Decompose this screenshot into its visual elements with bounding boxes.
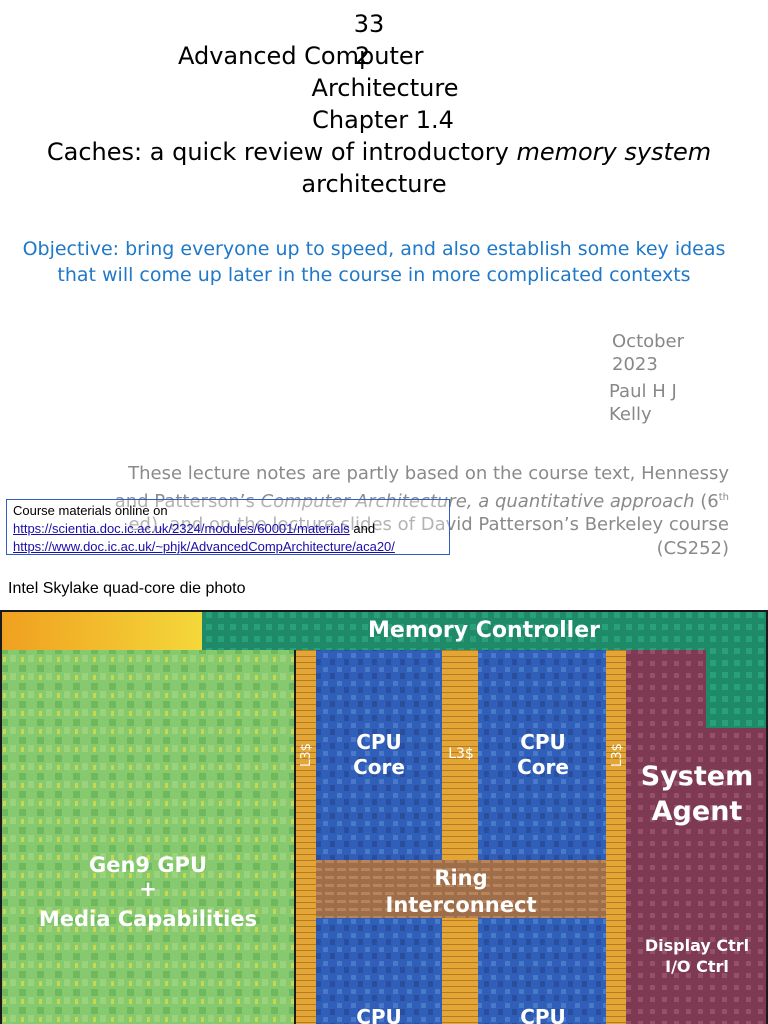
label-core-2: Core	[517, 755, 569, 779]
objective-text: Objective: bring everyone up to speed, a…	[22, 238, 726, 286]
label-agent: Agent	[652, 796, 743, 827]
label-interconnect: Interconnect	[386, 893, 537, 917]
label-l3-center: L3$	[448, 746, 474, 762]
materials-heading: Course materials online on	[13, 503, 168, 518]
credit-text: These lecture notes are partly based on …	[114, 463, 729, 512]
label-cpu-1: CPU	[356, 730, 402, 754]
label-l3-right: L3$	[610, 743, 625, 767]
label-media: Media Capabilities	[39, 907, 257, 931]
course-materials-box: Course materials online on https://scien…	[6, 499, 450, 555]
author: Paul H J Kelly	[609, 380, 729, 426]
cpu-core-1	[316, 650, 442, 860]
author-name-1: Paul H J	[609, 381, 677, 402]
cpu-core-4	[478, 918, 606, 1024]
credit-text-end: ed), and on the lecture slides of David …	[128, 514, 729, 559]
date-year: 2023	[612, 354, 658, 375]
materials-conj: and	[349, 521, 376, 536]
memory-controller-region	[202, 612, 766, 650]
label-memory-controller: Memory Controller	[368, 618, 600, 643]
label-io-ctrl: I/O Ctrl	[665, 957, 729, 976]
subtitle-emphasis: memory system	[516, 138, 712, 166]
date-month: October	[612, 331, 685, 352]
ring-interconnect-region	[316, 860, 606, 918]
label-system: System	[641, 761, 753, 792]
label-cpu-2: CPU	[520, 730, 566, 754]
materials-link-doc[interactable]: https://www.doc.ic.ac.uk/~phjk/AdvancedC…	[13, 539, 395, 554]
cpu-core-2	[478, 650, 606, 860]
title-line-2: Architecture	[311, 74, 459, 102]
credit-note: These lecture notes are partly based on …	[100, 462, 729, 560]
materials-link-scientia[interactable]: https://scientia.doc.ic.ac.uk/2324/modul…	[13, 521, 350, 536]
date: October 2023	[612, 330, 732, 376]
cpu-core-3	[316, 918, 442, 1024]
gpu-region	[2, 650, 294, 1024]
label-cpu-3: CPU	[356, 1005, 402, 1024]
label-display-ctrl: Display Ctrl	[645, 936, 749, 955]
label-cpu-4: CPU	[520, 1005, 566, 1024]
label-gpu-plus: +	[139, 877, 157, 901]
label-gpu: Gen9 GPU	[89, 853, 207, 877]
l3-center-strip	[442, 650, 478, 1024]
label-l3-left: L3$	[299, 743, 314, 767]
l3-left-strip	[296, 650, 316, 1024]
label-core-1: Core	[353, 755, 405, 779]
figure-caption: Intel Skylake quad-core die photo	[8, 580, 246, 597]
system-agent-notch	[706, 650, 766, 728]
book-title: Computer Architecture, a quantitative ap…	[260, 490, 695, 512]
skylake-die-photo: Memory Controller CPU Core CPU Core L3$ …	[0, 610, 768, 1024]
label-ring: Ring	[434, 866, 487, 890]
author-name-2: Kelly	[609, 404, 652, 425]
subtitle-continued: architecture	[301, 170, 447, 198]
edition-sup: th	[718, 491, 729, 503]
subtitle-text: Caches: a quick review of introductory	[46, 138, 517, 166]
title-line-1: Advanced Computer	[178, 42, 424, 70]
title-line-3: Chapter 1.4	[312, 106, 454, 134]
top-left-pad	[2, 612, 202, 650]
subtitle: Caches: a quick review of introductory m…	[0, 138, 758, 166]
slide-number: 33	[353, 10, 385, 38]
edition-text: (6	[694, 490, 719, 512]
l3-right-strip	[606, 650, 626, 1024]
slide-subnumber: 2	[355, 42, 371, 70]
